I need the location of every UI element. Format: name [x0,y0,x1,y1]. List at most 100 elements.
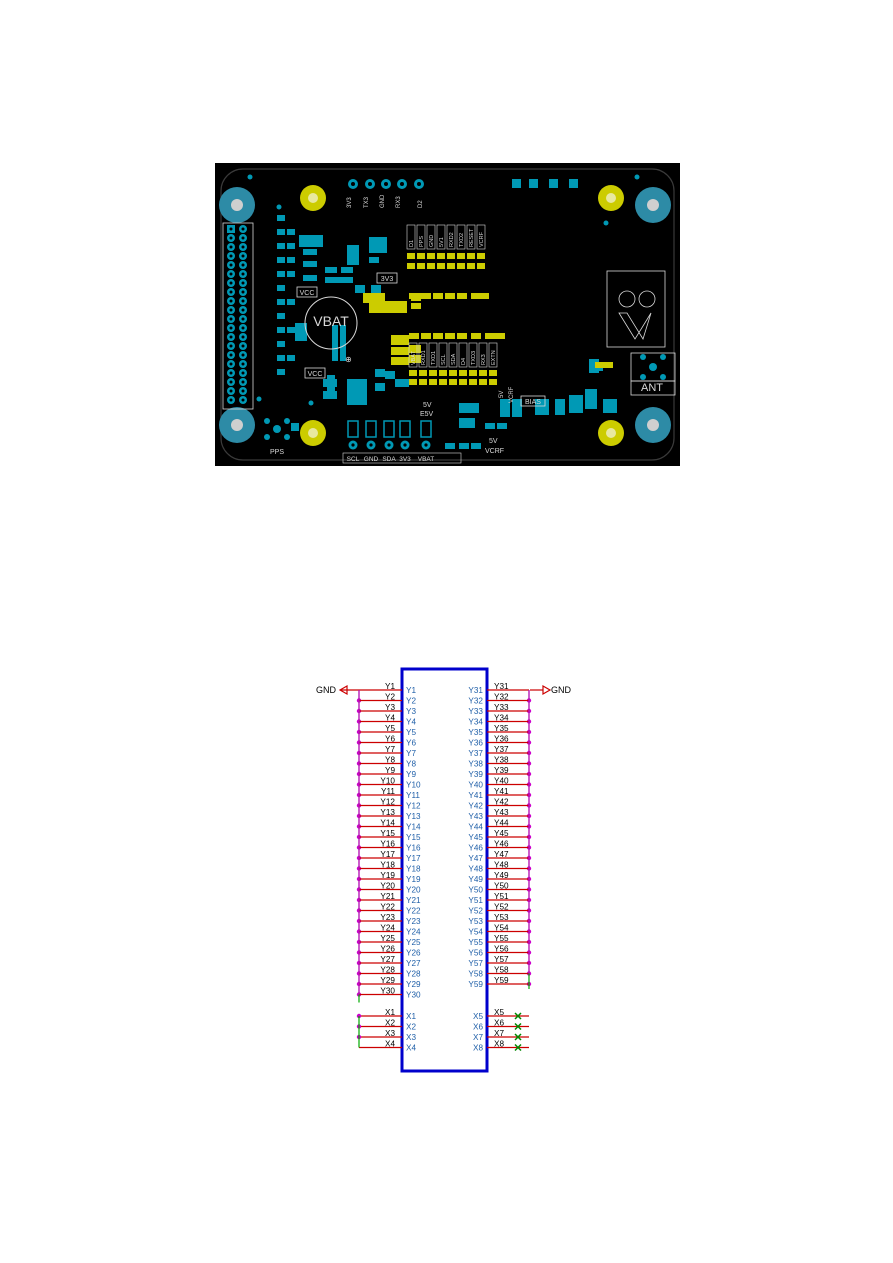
right-pin-y34-pin-label: Y34 [468,718,483,727]
right-pin-y52-pin-label: Y52 [468,907,483,916]
left-pin-x2-pin-label: X2 [406,1023,416,1032]
board-outline [220,168,675,461]
right-pin-y43-pin-label: Y43 [468,812,483,821]
gnd-left-label: GND [316,685,337,695]
right-pin-y39-net-label: Y39 [494,766,509,775]
right-pin-y54-net-label: Y54 [494,923,509,932]
hdr-label-1: GND [364,456,379,463]
right-pin-y41-pin-label: Y41 [468,791,483,800]
left-pin-y21-pin-label: Y21 [406,896,421,905]
right-pin-x8-net-label: X8 [494,1039,504,1048]
v5v-label-c: 5V [489,438,498,445]
lower-block-label-7: RX3 [481,354,487,365]
vcrf-label: VCRF [509,386,515,403]
right-pin-y53-net-label: Y53 [494,913,509,922]
left-pin-x4-pin-label: X4 [406,1044,416,1053]
right-pin-x6-pin-label: X6 [473,1023,483,1032]
pin-label-0: 3V3 [347,197,353,208]
hdr-label-3: 3V3 [399,456,411,463]
left-pin-y26-net-label: Y26 [380,944,395,953]
left-pin-y3-pin-label: Y3 [406,707,416,716]
left-pin-y6-pin-label: Y6 [406,739,416,748]
left-pin-y30-pin-label: Y30 [406,991,421,1000]
left-pin-y27-net-label: Y27 [380,955,395,964]
left-pin-y4-pin-label: Y4 [406,718,416,727]
bottom-header-labels: SCL GND SDA 3V3 VBAT [342,452,462,464]
right-pin-y51-net-label: Y51 [494,892,509,901]
right-pin-y59-pin-label: Y59 [468,980,483,989]
left-pin-y13-net-label: Y13 [380,808,395,817]
right-pin-y33-pin-label: Y33 [468,707,483,716]
right-pin-y35-pin-label: Y35 [468,728,483,737]
right-pin-y37-net-label: Y37 [494,745,509,754]
left-pin-y15-net-label: Y15 [380,829,395,838]
lower-block-label-0: VBAT [411,350,417,365]
right-pin-y34-net-label: Y34 [494,713,509,722]
left-pin-y20-net-label: Y20 [380,881,395,890]
upper-block-label-2: GND [429,235,435,247]
left-pin-y27-pin-label: Y27 [406,959,421,968]
left-pin-y17-net-label: Y17 [380,850,395,859]
left-pin-y10-pin-label: Y10 [406,781,421,790]
right-pin-x8-pin-label: X8 [473,1044,483,1053]
left-pin-y9-net-label: Y9 [385,766,395,775]
lower-block-label-2: TXD1 [431,351,437,365]
right-pin-y32-pin-label: Y32 [468,697,483,706]
left-pin-y24-net-label: Y24 [380,923,395,932]
left-pin-y8-net-label: Y8 [385,755,395,764]
e5v-label: E5V [420,411,434,418]
test-points [247,174,640,406]
left-pin-y1-net-label: Y1 [385,682,395,691]
vcc-label-a: VCC [300,290,315,297]
right-pin-y56-pin-label: Y56 [468,949,483,958]
smd-components [277,215,617,449]
right-pin-y50-pin-label: Y50 [468,886,483,895]
bias-label: BIAS [525,399,541,406]
upper-block-label-6: RESET [469,228,475,247]
vcc-label-b: VCC [308,371,323,378]
lower-block-label-6: TXD3 [471,351,477,365]
left-pin-x2-net-label: X2 [385,1018,395,1027]
left-pin-y26-pin-label: Y26 [406,949,421,958]
lower-block-label-3: SCL [441,354,447,365]
right-pin-y52-net-label: Y52 [494,902,509,911]
right-pin-y31-net-label: Y31 [494,682,509,691]
hdr-label-4: VBAT [418,456,435,463]
right-pin-x7-net-label: X7 [494,1029,504,1038]
right-pin-y46-pin-label: Y46 [468,844,483,853]
right-pin-y40-pin-label: Y40 [468,781,483,790]
left-pin-y30-net-label: Y30 [380,986,395,995]
mounting-holes [219,187,671,443]
lower-block-label-5: D4 [461,358,467,365]
left-pin-y4-net-label: Y4 [385,713,395,722]
